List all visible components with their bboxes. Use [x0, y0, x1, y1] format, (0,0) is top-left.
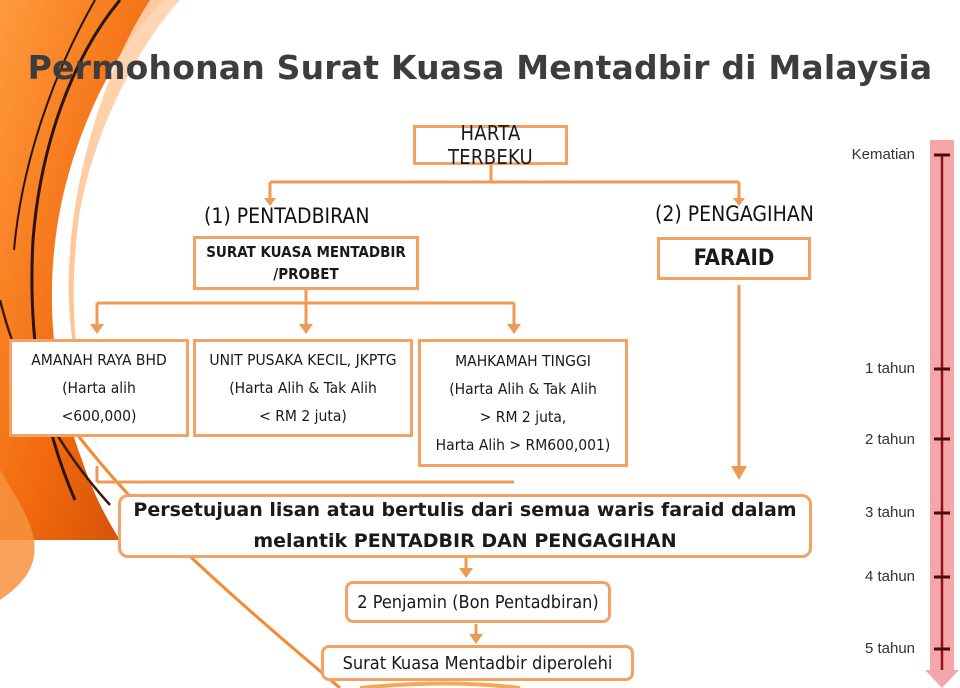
harta-terbeku-box: HARTA TERBEKU	[413, 121, 568, 169]
timeline-label-1-tahun: 1 tahun	[864, 360, 915, 377]
pentadbiran-label: (1) PENTADBIRAN	[204, 204, 370, 228]
surat-kuasa-probet-box: SURAT KUASA MENTADBIR /PROBET	[193, 236, 419, 290]
persetujuan-box: Persetujuan lisan atau bertulis dari sem…	[118, 494, 812, 558]
amanah-line-2: (Harta alih	[62, 379, 136, 397]
mahkamah-line-1: MAHKAMAH TINGGI	[455, 352, 591, 370]
page-title: Permohonan Surat Kuasa Mentadbir di Mala…	[27, 48, 933, 87]
unit-line-2: (Harta Alih & Tak Alih	[229, 379, 377, 397]
amanah-raya-box: AMANAH RAYA BHD (Harta alih <600,000)	[9, 339, 189, 437]
unit-line-1: UNIT PUSAKA KECIL, JKPTG	[209, 351, 397, 369]
skm-line-1: SURAT KUASA MENTADBIR	[206, 243, 406, 261]
unit-line-3: < RM 2 juta)	[259, 407, 347, 425]
timeline-arrow-head	[925, 670, 959, 688]
mahkamah-line-2: (Harta Alih & Tak Alih	[449, 380, 597, 398]
mahkamah-line-4: Harta Alih > RM600,001)	[435, 436, 611, 454]
penjamin-text: 2 Penjamin (Bon Pentadbiran)	[357, 591, 599, 613]
mahkamah-line-3: > RM 2 juta,	[479, 408, 567, 426]
amanah-line-1: AMANAH RAYA BHD	[31, 351, 167, 369]
timeline-label-4-tahun: 4 tahun	[864, 568, 915, 585]
timeline-label-5-tahun: 5 tahun	[864, 640, 915, 657]
diperolehi-box: Surat Kuasa Mentadbir diperolehi	[321, 645, 634, 681]
harta-terbeku-text: HARTA TERBEKU	[447, 121, 534, 169]
skm-line-2: /PROBET	[273, 265, 339, 283]
persetujuan-line-1: Persetujuan lisan atau bertulis dari sem…	[133, 499, 797, 521]
penjamin-box: 2 Penjamin (Bon Pentadbiran)	[345, 581, 611, 623]
unit-pusaka-box: UNIT PUSAKA KECIL, JKPTG (Harta Alih & T…	[193, 339, 413, 437]
faraid-text: FARAID	[693, 246, 775, 271]
timeline-label-3-tahun: 3 tahun	[864, 504, 915, 521]
timeline-label-2-tahun: 2 tahun	[864, 431, 915, 448]
mahkamah-tinggi-box: MAHKAMAH TINGGI (Harta Alih & Tak Alih >…	[418, 339, 628, 467]
pengagihan-label: (2) PENGAGIHAN	[655, 202, 814, 226]
diperolehi-text: Surat Kuasa Mentadbir diperolehi	[342, 652, 613, 674]
timeline-label-kematian: Kematian	[851, 146, 915, 163]
faraid-box: FARAID	[657, 237, 811, 280]
amanah-line-3: <600,000)	[61, 407, 137, 425]
persetujuan-line-2: melantik PENTADBIR DAN PENGAGIHAN	[253, 530, 677, 552]
